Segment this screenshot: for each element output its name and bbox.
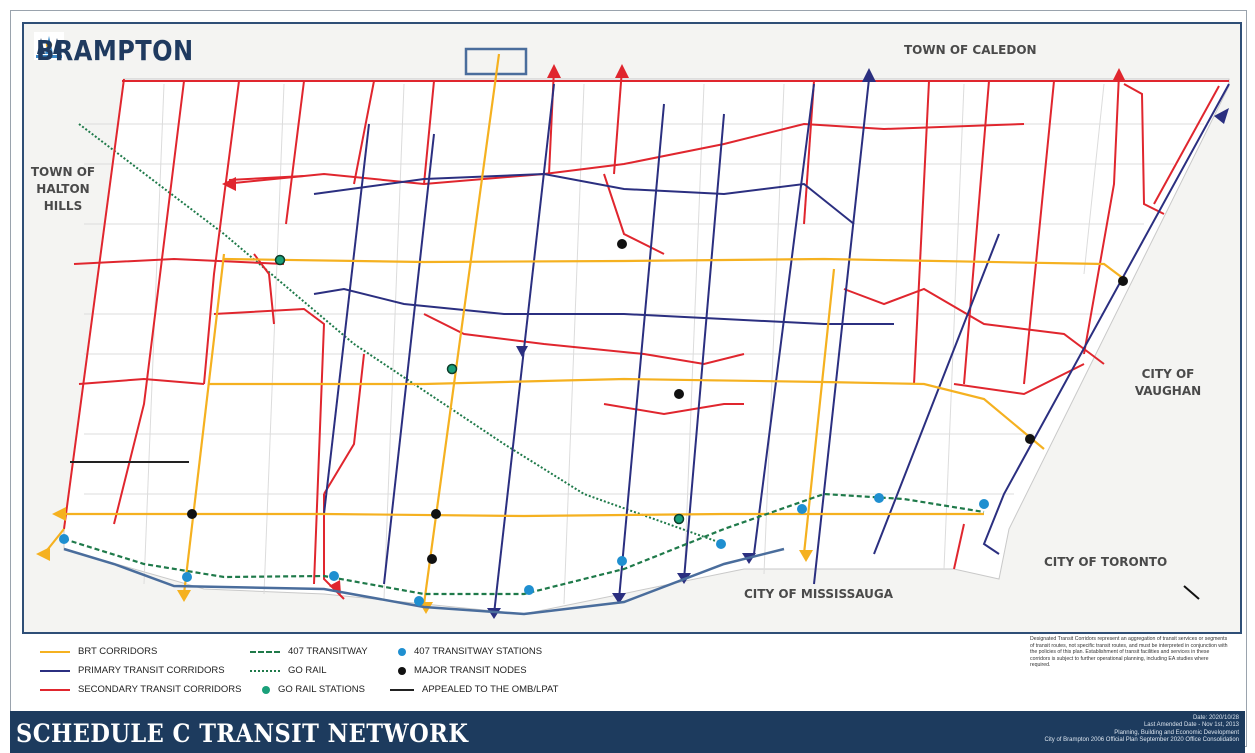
footer-dept: Planning, Building and Economic Developm… <box>1114 729 1239 736</box>
legend-primary-swatch <box>40 669 70 672</box>
legend-brt-swatch <box>40 650 70 653</box>
legend-appealed-label: APPEALED TO THE OMB/LPAT <box>422 684 559 695</box>
region-toronto: CITY OF TORONTO <box>1044 555 1168 569</box>
legend-go-stations: GO RAIL STATIONS <box>260 684 365 695</box>
legend-transitway-station-dot <box>398 647 406 656</box>
secondary-transit-corridors <box>63 68 1229 600</box>
legend-transitway-stations-label: 407 TRANSITWAY STATIONS <box>414 646 543 657</box>
brampton-logo: BRAMPTON <box>34 32 226 69</box>
legend-secondary: SECONDARY TRANSIT CORRIDORS <box>40 684 241 695</box>
region-halton-hills: TOWN OF HALTON HILLS <box>30 165 96 213</box>
map-legend: BRT CORRIDORS PRIMARY TRANSIT CORRIDORS … <box>40 640 630 702</box>
legend-go-stations-label: GO RAIL STATIONS <box>278 684 365 695</box>
legend-appealed-swatch <box>390 688 414 691</box>
legend-transitway: 407 TRANSITWAY <box>250 646 368 657</box>
legend-transitway-swatch <box>250 650 280 653</box>
footer-amended: Last Amended Date - Nov 1st, 2013 <box>1143 722 1239 729</box>
major-transit-nodes <box>187 239 1128 564</box>
legend-appealed: APPEALED TO THE OMB/LPAT <box>390 684 558 695</box>
transitway-407 <box>63 492 985 596</box>
designation-note: Designated Transit Corridors represent a… <box>1030 636 1228 668</box>
region-caledon: TOWN OF CALEDON <box>904 43 1037 57</box>
legend-major-node-dot <box>398 666 406 675</box>
map-canvas <box>36 47 1230 619</box>
legend-brt-label: BRT CORRIDORS <box>78 646 158 657</box>
footer-plan: City of Brampton 2006 Official Plan Sept… <box>1044 737 1239 744</box>
legend-primary-label: PRIMARY TRANSIT CORRIDORS <box>78 665 225 676</box>
legend-secondary-swatch <box>40 688 70 691</box>
region-mississauga: CITY OF MISSISSAUGA <box>744 587 894 601</box>
legend-go-rail: GO RAIL <box>250 665 327 676</box>
brampton-flower-icon <box>34 32 64 60</box>
region-vaughan: CITY OF VAUGHAN <box>1134 367 1202 398</box>
legend-secondary-label: SECONDARY TRANSIT CORRIDORS <box>78 684 242 695</box>
transit-map[interactable]: BRAMPTON TOWN OF CALEDON TOWN OF HALTON … <box>22 22 1242 634</box>
legend-transitway-stations: 407 TRANSITWAY STATIONS <box>396 646 542 657</box>
footer-banner: SCHEDULE C TRANSIT NETWORK Date: 2020/10… <box>10 711 1245 753</box>
primary-transit-corridors <box>313 78 1230 615</box>
logo-text: BRAMPTON <box>36 34 194 67</box>
street-grid <box>84 83 1204 605</box>
legend-transitway-label: 407 TRANSITWAY <box>288 646 368 657</box>
footer-metadata: Date: 2020/10/28 Last Amended Date - Nov… <box>1044 715 1239 745</box>
go-rail-stations <box>274 254 685 525</box>
legend-primary: PRIMARY TRANSIT CORRIDORS <box>40 665 225 676</box>
legend-brt: BRT CORRIDORS <box>40 646 157 657</box>
legend-go-station-dot <box>262 685 270 694</box>
footer-date: Date: 2020/10/28 <box>1192 715 1239 721</box>
south-boundary <box>63 547 785 616</box>
legend-major-nodes-label: MAJOR TRANSIT NODES <box>414 665 527 676</box>
transitway-stations <box>59 493 989 606</box>
legend-major-nodes: MAJOR TRANSIT NODES <box>396 665 527 676</box>
schedule-title: SCHEDULE C TRANSIT NETWORK <box>16 719 469 748</box>
legend-go-rail-label: GO RAIL <box>288 665 327 676</box>
north-arrow <box>1183 585 1200 600</box>
legend-go-rail-swatch <box>250 669 280 672</box>
